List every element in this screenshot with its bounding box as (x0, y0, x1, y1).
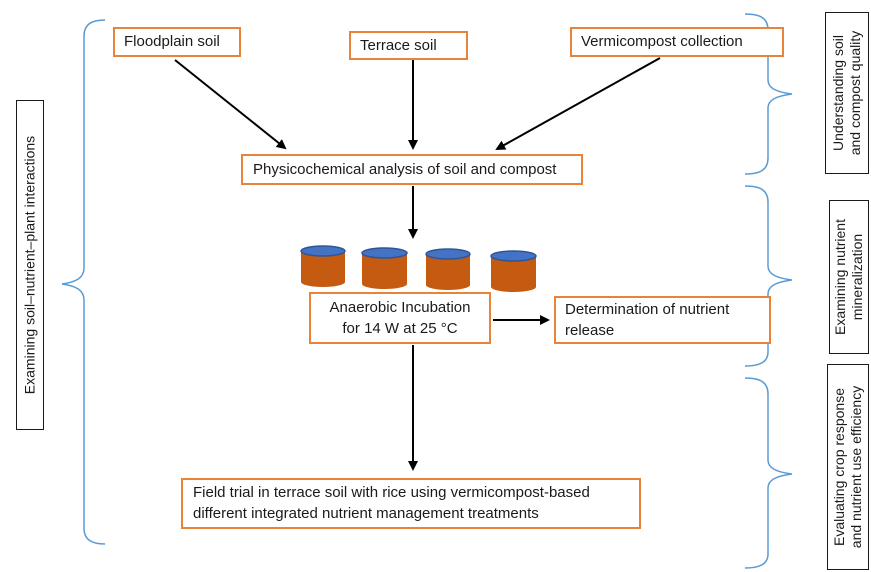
box-vermicompost-collection: Vermicompost collection (570, 27, 784, 57)
label-soil-compost-line2: and compost quality (847, 30, 863, 156)
incubation-cylinder-4 (490, 250, 537, 292)
label-soil-nutrient-plant-text: Examining soil–nutrient–plant interactio… (21, 135, 38, 395)
label-soil-compost-quality-text: Understanding soil and compost quality (830, 31, 864, 156)
label-soil-nutrient-plant: Examining soil–nutrient–plant interactio… (16, 100, 44, 430)
arrow-floodplain-to-analysis (174, 59, 287, 150)
box-field-trial: Field trial in terrace soil with rice us… (181, 478, 641, 529)
label-soil-compost-quality: Understanding soil and compost quality (825, 12, 869, 174)
label-mineralization-line2: mineralization (849, 233, 865, 321)
right-brace-2 (744, 185, 793, 367)
box-incubation-line2: for 14 W at 25 °C (342, 319, 458, 337)
box-field-line1: Field trial in terrace soil with rice us… (193, 484, 590, 501)
label-mineralization-line1: Examining nutrient (832, 219, 848, 335)
box-nutrient-line1: Determination of nutrient (565, 300, 730, 318)
label-crop-response: Evaluating crop response and nutrient us… (827, 364, 869, 570)
box-incubation-line1: Anaerobic Incubation (329, 298, 471, 316)
box-field-line2: different integrated nutrient management… (193, 505, 539, 522)
box-terrace-soil: Terrace soil (349, 31, 468, 60)
arrow-vermicompost-to-analysis (495, 57, 661, 150)
box-vermicompost-label: Vermicompost collection (581, 33, 743, 50)
label-crop-response-line2: and nutrient use efficiency (848, 385, 864, 549)
left-brace (61, 19, 106, 545)
label-crop-response-text: Evaluating crop response and nutrient us… (831, 386, 865, 548)
incubation-cylinder-2 (361, 247, 408, 289)
box-floodplain-soil: Floodplain soil (113, 27, 241, 57)
box-anaerobic-incubation: Anaerobic Incubation for 14 W at 25 °C (309, 292, 491, 344)
label-nutrient-mineralization: Examining nutrient mineralization (829, 200, 869, 354)
box-nutrient-release: Determination of nutrient release (554, 296, 771, 344)
incubation-cylinder-3 (425, 248, 471, 290)
label-soil-compost-line1: Understanding soil (830, 35, 846, 151)
box-physicochemical-label: Physicochemical analysis of soil and com… (253, 160, 557, 178)
label-crop-response-line1: Evaluating crop response (831, 388, 847, 546)
incubation-cylinder-1 (300, 245, 346, 287)
box-terrace-soil-label: Terrace soil (360, 36, 437, 54)
label-nutrient-mineralization-text: Examining nutrient mineralization (832, 219, 866, 335)
box-physicochemical-analysis: Physicochemical analysis of soil and com… (241, 154, 583, 185)
box-nutrient-line2: release (565, 321, 615, 339)
box-floodplain-soil-label: Floodplain soil (124, 33, 220, 50)
right-brace-1 (744, 13, 793, 175)
right-brace-3 (744, 377, 793, 569)
